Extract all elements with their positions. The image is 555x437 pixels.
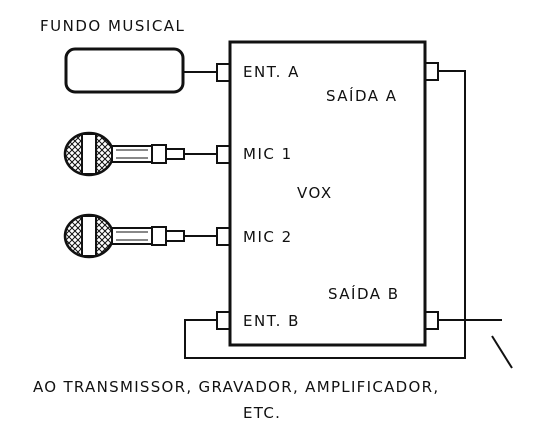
saida-b-label: SAÍDA B <box>328 284 400 303</box>
ent-b-label: ENT. B <box>243 312 300 330</box>
vox-unit-box <box>228 40 427 347</box>
mic1-label: MIC 1 <box>243 145 293 163</box>
caption-line-2: ETC. <box>243 404 281 422</box>
jack-saida-b <box>424 311 439 330</box>
caption-pointer-line <box>491 335 513 369</box>
microphone-icon <box>63 131 217 177</box>
vox-unit-label: VOX <box>297 184 333 202</box>
jack-ent-a <box>216 63 231 82</box>
jack-saida-a <box>424 62 439 81</box>
ent-a-label: ENT. A <box>243 63 300 81</box>
microphone-icon <box>63 213 217 259</box>
music-source-label: FUNDO MUSICAL <box>40 17 185 35</box>
jack-mic-1 <box>216 145 231 164</box>
jack-ent-b <box>216 311 231 330</box>
music-source-box <box>64 47 185 94</box>
mic2-label: MIC 2 <box>243 228 293 246</box>
loop-cable-saida-a-to-ent-b <box>184 70 466 359</box>
jack-mic-2 <box>216 227 231 246</box>
saida-a-label: SAÍDA A <box>326 86 398 105</box>
caption-line-1: AO TRANSMISSOR, GRAVADOR, AMPLIFICADOR, <box>33 378 439 396</box>
